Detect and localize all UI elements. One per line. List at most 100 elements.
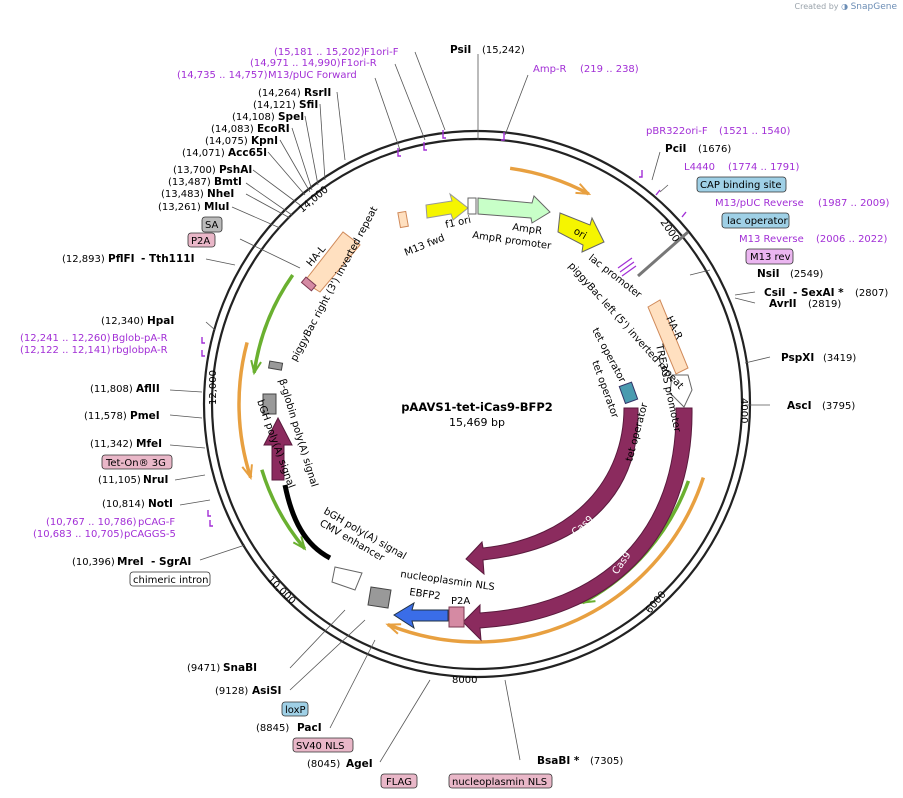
- primer-f1ori-r-range: (14,971 .. 14,990): [250, 58, 341, 69]
- cap-binding-site-box[interactable]: [696, 176, 787, 193]
- enzyme-mlui-pos: (13,261): [158, 202, 201, 213]
- enzyme-psii[interactable]: PsiI: [450, 44, 471, 56]
- enzyme-pflfi[interactable]: PflFI: [108, 253, 135, 265]
- enzyme-pmei-pos: (11,578): [84, 411, 127, 422]
- p2a-box[interactable]: [187, 232, 216, 248]
- enzyme-csii-pos: (2807): [855, 288, 888, 299]
- primer-amp-r[interactable]: Amp-R: [533, 64, 567, 75]
- f1-ori-label: f1 ori: [444, 215, 472, 231]
- snapgene-credit: Created by ◑ SnapGene: [795, 2, 898, 12]
- enzyme-acc65i[interactable]: Acc65I: [228, 147, 267, 159]
- enzyme-ecori[interactable]: EcoRI: [257, 123, 290, 135]
- p2a-block: [448, 606, 465, 628]
- enzyme-spei[interactable]: SpeI: [278, 111, 304, 123]
- enzyme-rsrii[interactable]: RsrII: [304, 87, 331, 99]
- ori-arrow: [557, 212, 605, 253]
- chimeric-intron-box[interactable]: [129, 571, 211, 587]
- enzyme-nsii[interactable]: NsiI: [757, 268, 780, 280]
- sa-box[interactable]: [201, 216, 223, 233]
- sv40-nls-box[interactable]: [292, 737, 354, 753]
- primer-m13puc-reverse[interactable]: M13/pUC Reverse: [715, 198, 804, 209]
- inner-features: [262, 192, 693, 642]
- enzyme-bmti-pos: (13,487): [168, 177, 211, 188]
- primer-amp-r-range: (219 .. 238): [580, 64, 639, 75]
- enzyme-pspxi[interactable]: PspXI: [781, 352, 814, 364]
- primer-f1ori-f[interactable]: F1ori-F: [364, 47, 399, 58]
- enzyme-nrui[interactable]: NruI: [143, 474, 168, 486]
- enzyme-tth111i[interactable]: - Tth111I: [141, 253, 195, 265]
- ha-r-block: [647, 299, 689, 375]
- enzyme-hpai[interactable]: HpaI: [147, 315, 174, 327]
- enzyme-noti[interactable]: NotI: [148, 498, 173, 510]
- enzyme-pshai-pos: (13,700): [173, 165, 216, 176]
- enzyme-kpni[interactable]: KpnI: [251, 135, 278, 147]
- enzyme-csii[interactable]: CsiI: [764, 287, 785, 299]
- enzyme-nrui-pos: (11,105): [98, 475, 141, 486]
- primer-pcag-f[interactable]: pCAG-F: [138, 517, 175, 528]
- enzyme-sexai[interactable]: - SexAI *: [793, 287, 844, 299]
- beta-globin-block: [262, 393, 277, 415]
- credit-prefix: Created by: [794, 2, 839, 11]
- cas9-left-arrow: [263, 416, 293, 481]
- enzyme-pshai[interactable]: PshAI: [219, 164, 252, 176]
- ampr-orange-arc-head: [575, 183, 592, 196]
- m13-rev-box[interactable]: [745, 248, 794, 265]
- primer-pcaggs-5[interactable]: pCAGGS-5: [124, 529, 176, 540]
- primer-pbr322ori-f[interactable]: pBR322ori-F: [646, 126, 708, 137]
- enzyme-spei-pos: (14,108): [232, 112, 275, 123]
- boxed-features: CAP binding site lac operator M13 rev SA…: [101, 176, 794, 789]
- tet-on-orange-arc: [387, 477, 706, 644]
- m13-fwd-label: M13 fwd: [403, 233, 446, 259]
- piggybac-right-label: piggyBac right (3') inverted repeat: [289, 205, 380, 364]
- enzyme-nsii-pos: (2549): [790, 269, 823, 280]
- backbone-outer-ring: [202, 129, 752, 679]
- credit-brand: SnapGene: [850, 2, 897, 12]
- cap-binding-site-label: CAP binding site: [700, 180, 782, 191]
- primer-l4440-range: (1774 .. 1791): [728, 162, 800, 173]
- enzyme-pmei[interactable]: PmeI: [130, 410, 160, 422]
- enzyme-pcii[interactable]: PciI: [665, 143, 686, 155]
- enzyme-paci-pos: (8845): [256, 723, 289, 734]
- tet-on-box[interactable]: [101, 454, 173, 470]
- primer-bglob-pa-r-range: (12,241 .. 12,260): [20, 333, 111, 344]
- primer-rbglobpa-r[interactable]: rbglobpA-R: [112, 345, 168, 356]
- enzyme-aflii[interactable]: AflII: [136, 383, 160, 395]
- enzyme-psii-pos: (15,242): [482, 45, 525, 56]
- lac-operator-box[interactable]: [721, 212, 790, 229]
- primer-pcaggs-5-range: (10,683 .. 10,705): [33, 529, 124, 540]
- tet-operator-block: [618, 381, 639, 405]
- flag-box[interactable]: [380, 773, 418, 789]
- enzyme-sgrai[interactable]: - SgrAI: [151, 556, 191, 568]
- enzyme-mfei-pos: (11,342): [90, 439, 133, 450]
- enzyme-asisi[interactable]: AsiSI: [252, 685, 281, 697]
- enzyme-nhei[interactable]: NheI: [207, 188, 234, 200]
- ampr-label: AmpR: [512, 222, 543, 237]
- nucleoplasmin-nls-box[interactable]: [448, 773, 553, 789]
- enzyme-avrii[interactable]: AvrII: [769, 298, 797, 310]
- enzyme-agei[interactable]: AgeI: [346, 758, 373, 770]
- flag-label: FLAG: [386, 777, 412, 788]
- lac-operator-label: lac operator: [727, 216, 788, 227]
- left-green-arc-head: [292, 536, 307, 551]
- primer-m13-reverse-range: (2006 .. 2022): [816, 234, 888, 245]
- enzyme-sfii[interactable]: SfiI: [299, 99, 318, 111]
- primer-rbglobpa-r-range: (12,122 .. 12,141): [20, 345, 111, 356]
- primer-bglob-pa-r[interactable]: Bglob-pA-R: [112, 333, 168, 344]
- enzyme-asci[interactable]: AscI: [787, 400, 812, 412]
- enzyme-mfei[interactable]: MfeI: [136, 438, 162, 450]
- upper-left-green-arc-head: [250, 359, 262, 376]
- primer-m13-reverse[interactable]: M13 Reverse: [739, 234, 804, 245]
- tick-12000: 12,000: [208, 370, 219, 405]
- enzyme-bsabi[interactable]: BsaBI *: [537, 755, 580, 767]
- primer-l4440[interactable]: L4440: [684, 162, 715, 173]
- primer-m13puc-forward[interactable]: M13/pUC Forward: [268, 70, 357, 81]
- enzyme-bmti[interactable]: BmtI: [214, 176, 242, 188]
- primer-f1ori-r[interactable]: F1ori-R: [341, 58, 377, 69]
- enzyme-mlui[interactable]: MluI: [204, 201, 229, 213]
- enzyme-mrei[interactable]: MreI: [117, 556, 144, 568]
- enzyme-asisi-pos: (9128): [215, 686, 248, 697]
- enzyme-paci[interactable]: PacI: [297, 722, 322, 734]
- tet-on-orange-arc-head: [385, 623, 402, 635]
- loxp-box[interactable]: [281, 701, 309, 717]
- enzyme-snabi[interactable]: SnaBI: [223, 662, 257, 674]
